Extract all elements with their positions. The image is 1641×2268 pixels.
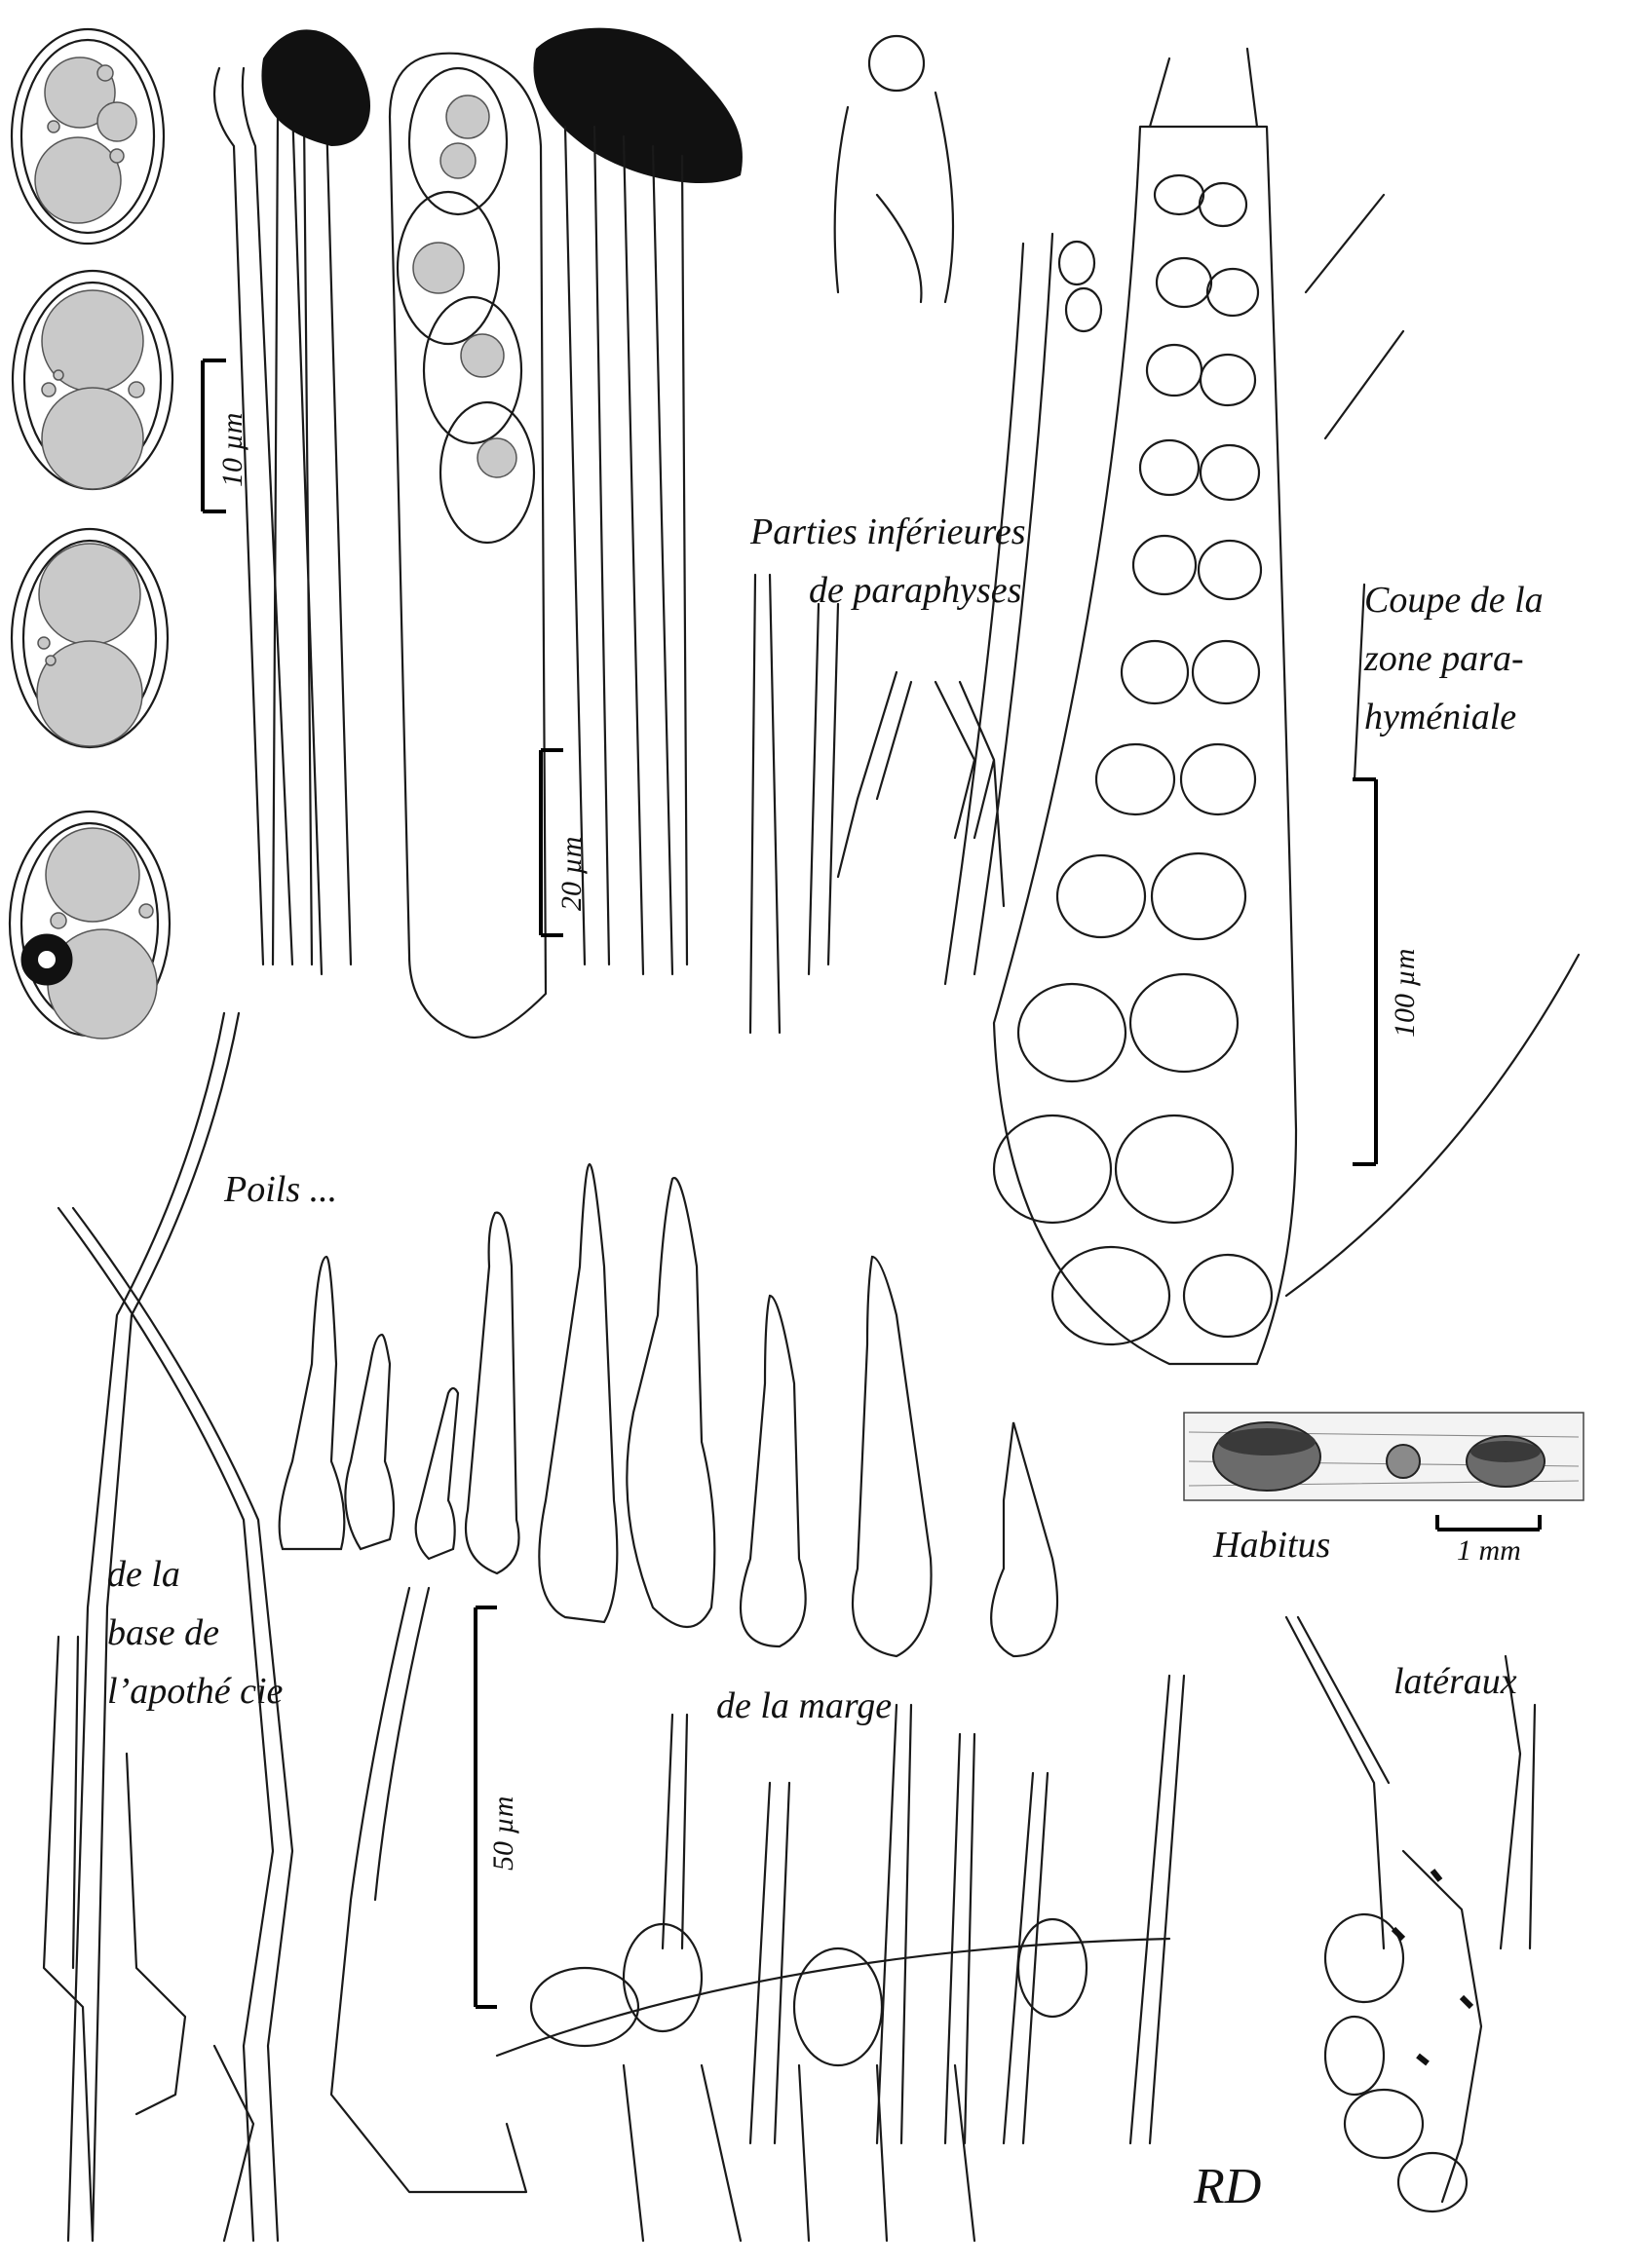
label-base-3: l’apothé cie [107,1671,284,1712]
asci-drawings [212,27,743,1040]
scale-label-hairs: 50 µm [487,1796,519,1871]
scale-label-asci: 20 µm [555,836,588,911]
label-paraphyses-lower-2: de paraphyses [809,570,1022,611]
margin-hairs-drawing [495,1674,1186,2243]
author-initials: RD [1194,2159,1262,2214]
hairs-row-drawing [278,1162,1059,1658]
label-section-1: Coupe de la [1364,580,1544,621]
cell-texture [992,173,1274,1346]
scale-bar-habitus [1435,1515,1542,1531]
label-paraphyses-lower-1: Parties inférieures [750,511,1026,552]
label-section-3: hyméniale [1364,697,1517,737]
spore-1 [10,27,166,246]
spore-drawings [8,27,174,1040]
scale-bar-section [1353,777,1378,1166]
scale-label-spores: 10 µm [216,412,248,487]
spore-4 [8,810,172,1040]
label-habitus: Habitus [1213,1525,1331,1566]
lower-paraphyses-drawings [748,34,1006,1035]
spore-2 [11,269,174,491]
label-section-2: zone para- [1364,638,1524,679]
label-margin: de la marge [716,1685,893,1726]
lateral-hairs-drawing [1284,1615,1537,2213]
scale-bar-asci [539,748,563,937]
spore-3 [10,527,170,749]
label-lateral: latéraux [1393,1661,1517,1702]
parahymenial-section-drawing [943,47,1581,1366]
habitus-drawing [1183,1412,1584,1501]
label-base-2: base de [107,1612,220,1653]
scale-label-section: 100 µm [1389,948,1421,1038]
scale-label-habitus: 1 mm [1457,1534,1521,1567]
label-hairs: Poils ... [224,1169,338,1210]
label-base-1: de la [107,1554,180,1595]
scale-bar-hairs [474,1606,497,2009]
scale-bar-spores [201,359,226,513]
base-hairs-drawing [42,1011,528,2243]
